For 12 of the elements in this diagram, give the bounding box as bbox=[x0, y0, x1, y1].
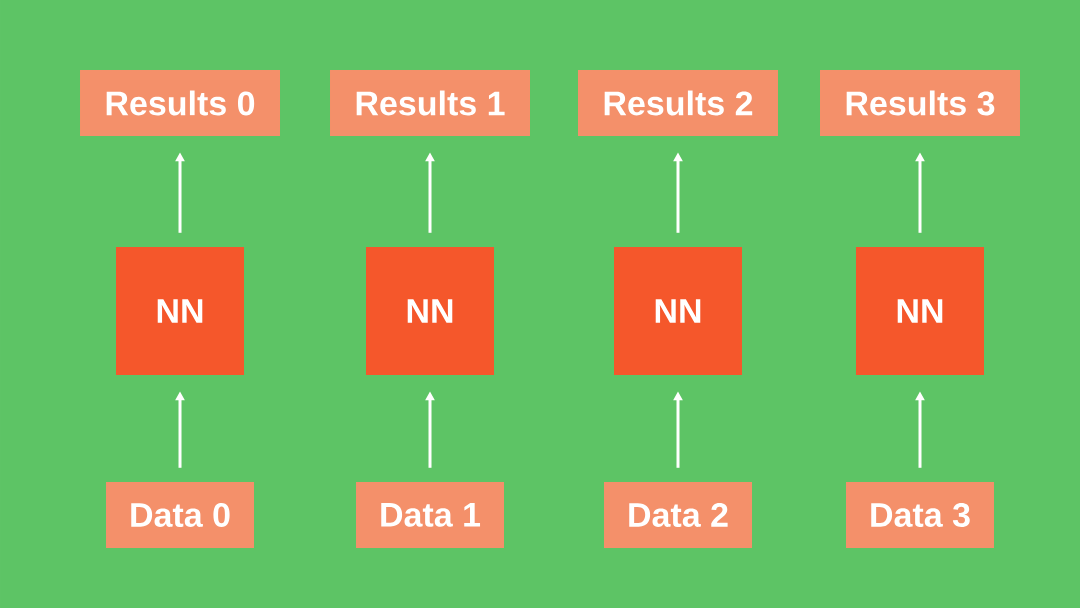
result-box: Results 2 bbox=[578, 70, 778, 136]
nn-box: NN bbox=[856, 247, 984, 375]
data-box: Data 0 bbox=[106, 482, 254, 548]
data-box: Data 3 bbox=[846, 482, 994, 548]
nn-box: NN bbox=[614, 247, 742, 375]
result-box: Results 1 bbox=[330, 70, 530, 136]
result-box: Results 0 bbox=[80, 70, 280, 136]
data-box: Data 1 bbox=[356, 482, 504, 548]
nn-box: NN bbox=[116, 247, 244, 375]
nn-box: NN bbox=[366, 247, 494, 375]
data-box: Data 2 bbox=[604, 482, 752, 548]
result-box: Results 3 bbox=[820, 70, 1020, 136]
